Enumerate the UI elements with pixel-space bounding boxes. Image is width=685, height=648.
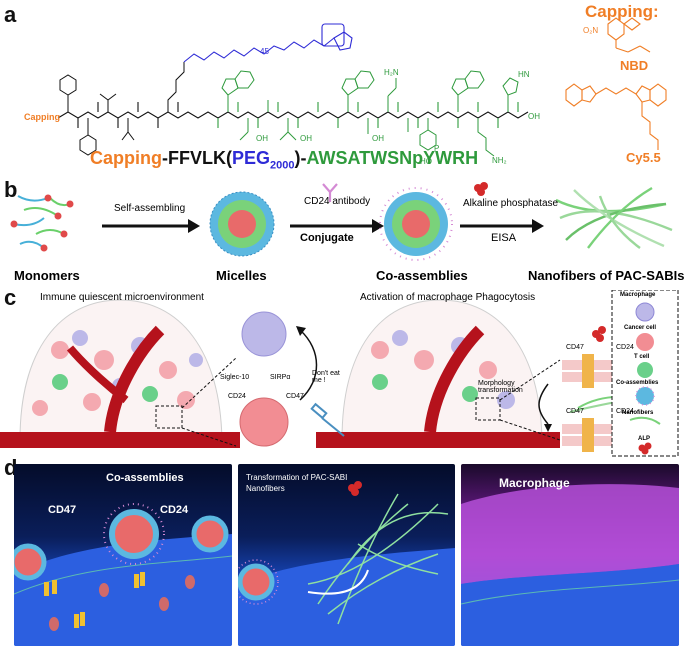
seq-rpar: ) (294, 148, 301, 168)
legend-nanofibers: Nanofibers (622, 410, 654, 416)
d-transformation-label: Transformation of PAC-SABI Nanofibers (246, 473, 348, 493)
seq-sep2: - (300, 148, 307, 168)
panel-label-c: c (4, 285, 17, 310)
micelles-label: Micelles (216, 268, 267, 283)
atom-oh-4: OH (528, 112, 540, 121)
seq-ffvlk: FFVLK (168, 148, 226, 168)
seq-sep1: - (162, 148, 168, 168)
legend-alp: ALP (638, 436, 650, 442)
d-macrophage-label: Macrophage (499, 476, 570, 490)
morphology-label: Morphology transformation (478, 380, 523, 394)
sirpa-label: SIRPα (270, 374, 291, 381)
cd47-inset-label: CD47 (286, 393, 304, 400)
atom-ho: HO (420, 157, 432, 166)
nbd-no2-label: O₂N (583, 26, 599, 35)
atom-oh-3: OH (372, 134, 384, 143)
seq-lpar: ( (226, 148, 232, 168)
syringe-icon (310, 402, 345, 437)
monomers-label: Monomers (14, 268, 80, 283)
alp-icon (474, 182, 488, 196)
cd24-inset-label: CD24 (228, 393, 246, 400)
peg-repeat-label: 45 (260, 47, 269, 56)
render-panel-1: Co-assemblies CD47 CD24 (14, 464, 232, 646)
cd24-antibody-label: CD24 antibody (304, 196, 371, 207)
assembly-scheme (10, 182, 673, 261)
self-assembling-label: Self-assembling (114, 203, 186, 214)
render-panel-3: Macrophage (461, 464, 679, 646)
cd47-bottom-label: CD47 (566, 408, 584, 415)
eisa-label: EISA (491, 232, 517, 244)
cd24-top-label: CD24 (616, 344, 634, 351)
peptide-sequence: Capping-FFVLK(PEG2000)-AWSATWSNpYWRH (90, 148, 478, 172)
cd47-top-label: CD47 (566, 344, 584, 351)
coassemblies-label: Co-assemblies (376, 268, 468, 283)
micelle-graphic (209, 191, 275, 257)
d-cd47-label: CD47 (48, 504, 77, 516)
alkaline-phosphatase-label: Alkaline phosphatase (463, 198, 559, 209)
peptide-structure: Cy5.5 (57, 17, 667, 165)
atom-oh-1: OH (256, 134, 268, 143)
legend-macrophage: Macrophage (620, 292, 656, 298)
seq-tail: AWSATWSNpYWRH (306, 148, 479, 168)
nanofibers-label: Nanofibers of PAC-SABIs (528, 268, 685, 283)
left-title: Immune quiescent microenvironment (40, 292, 204, 303)
atom-h2n: H₂N (384, 68, 399, 77)
seq-peg: PEG (232, 148, 271, 168)
siglec10-label: Siglec-10 (220, 374, 250, 381)
nanofibers-graphic (555, 186, 673, 249)
dont-eat-label: Don't eat me ! (312, 370, 340, 384)
coassembly-graphic (379, 187, 453, 261)
legend-coassemblies: Co-assemblies (616, 380, 659, 386)
antibody-icon (322, 183, 338, 202)
panel-label-b: b (4, 177, 18, 202)
cy55-label: Cy5.5 (626, 150, 661, 165)
atom-hn: HN (518, 70, 530, 79)
legend-cancer-cell: Cancer cell (624, 325, 657, 331)
nbd-label: NBD (620, 58, 649, 73)
capping-left-label: Capping (24, 112, 60, 122)
panel-label-a: a (4, 2, 17, 27)
atom-oh-2: OH (300, 134, 312, 143)
capping-title: Capping: (585, 2, 659, 21)
legend-t-cell: T cell (634, 354, 650, 360)
right-title: Activation of macrophage Phagocytosis (360, 292, 536, 303)
tumor-microenvironment (0, 290, 679, 457)
conjugate-label: Conjugate (300, 232, 354, 244)
atom-p: P (434, 144, 440, 153)
render-panel-2: Transformation of PAC-SABI Nanofibers (238, 464, 455, 646)
peptide-backbone (57, 111, 529, 119)
atom-nh2: NH₂ (492, 156, 507, 165)
seq-capping: Capping (90, 148, 162, 168)
monomers-graphic (13, 195, 71, 249)
d-cd24-label: CD24 (160, 504, 189, 516)
seq-peg-sub: 2000 (270, 159, 295, 172)
cd24-bottom-label: CD24 (616, 408, 634, 415)
d-coassemblies-label: Co-assemblies (106, 472, 184, 484)
